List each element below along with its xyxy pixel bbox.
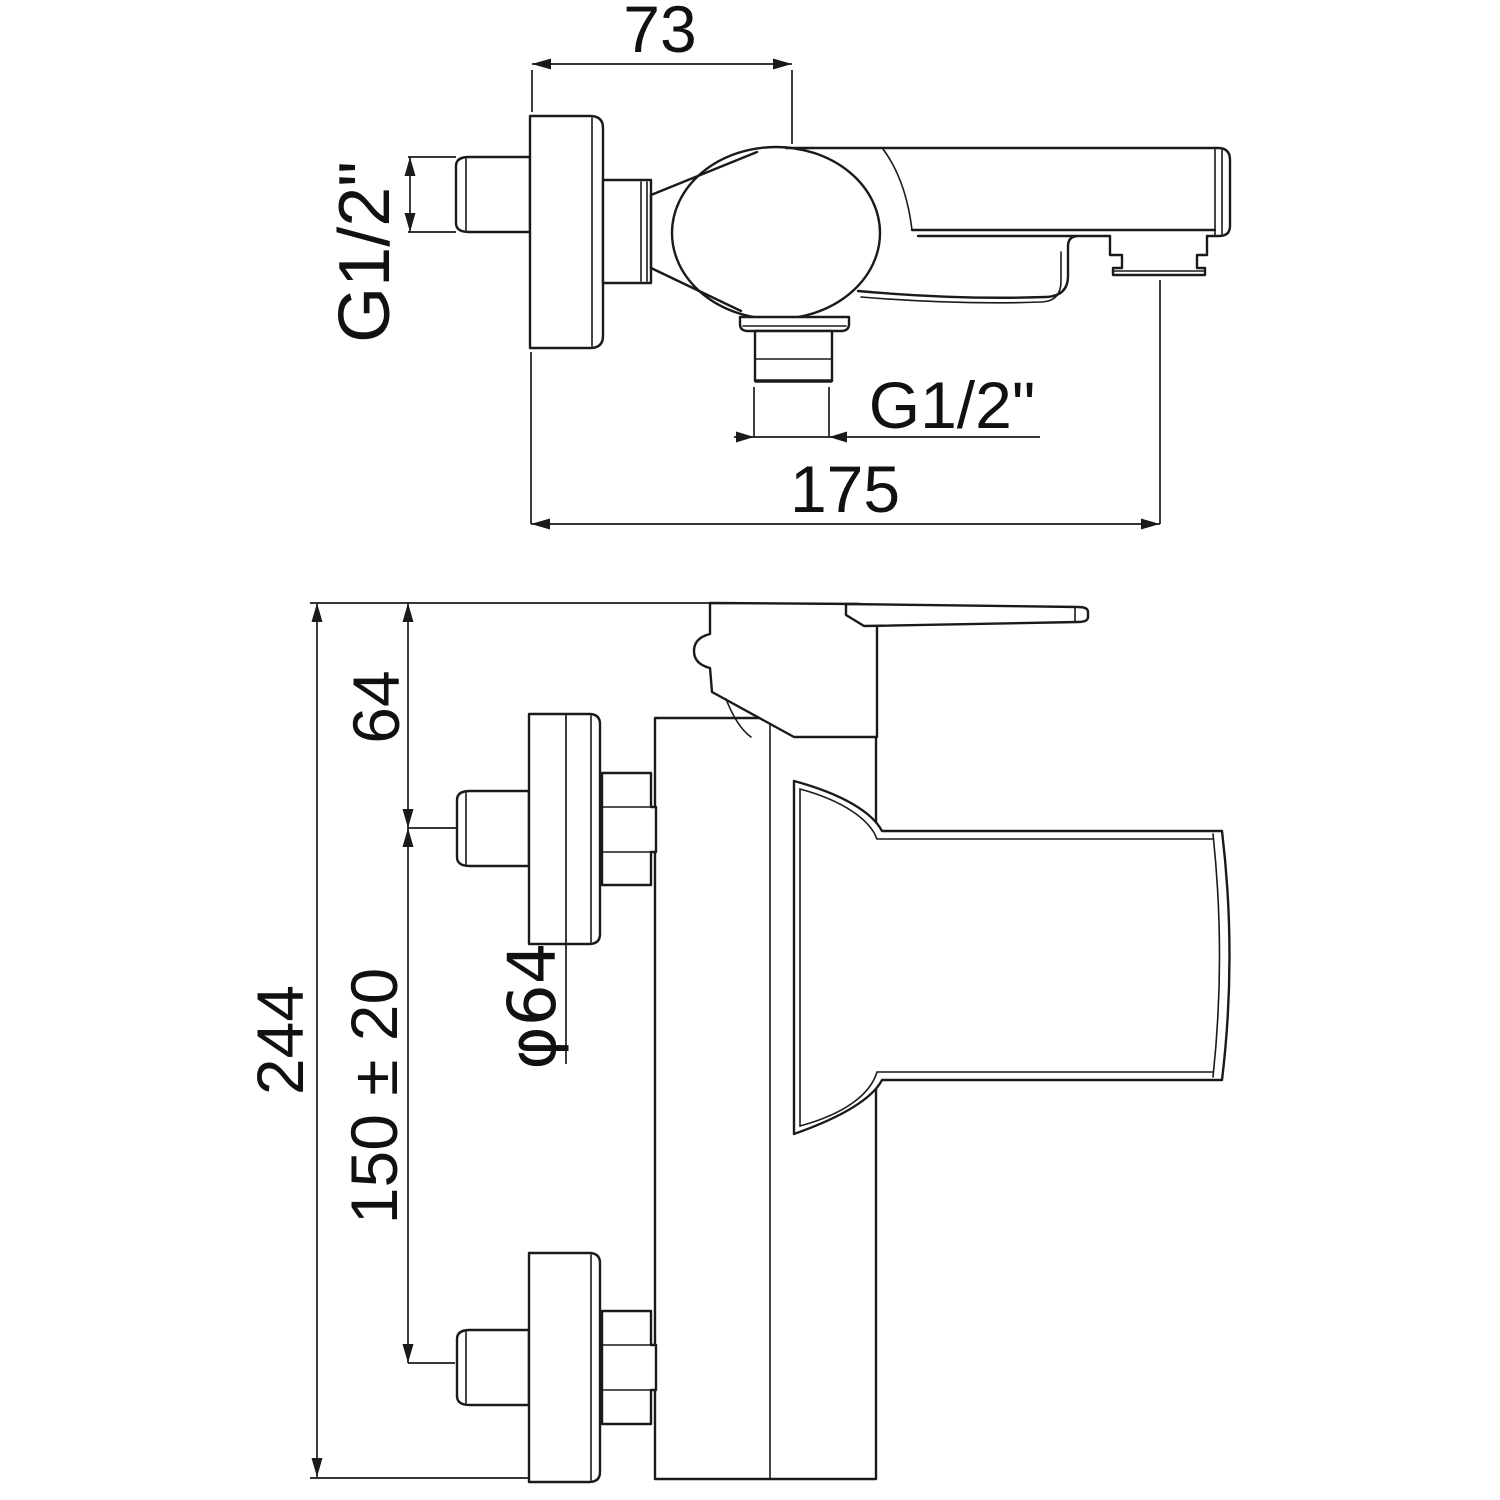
lower-inlet-pipe (455, 1328, 531, 1407)
dim-175-label: 175 (790, 452, 900, 526)
dim-244-label: 244 (243, 985, 317, 1095)
dim-inlet-thread: G1/2" (325, 156, 456, 343)
dim-outlet-thread: G1/2" (734, 368, 1040, 443)
dim-73: 73 (531, 0, 793, 144)
wall-flange (528, 114, 605, 350)
dim-175: 175 (530, 280, 1161, 530)
dim-64-label: 64 (339, 670, 413, 743)
outlet-thread-label: G1/2" (869, 368, 1036, 442)
dim-phi64: φ64 (494, 714, 571, 1070)
shower-outlet (738, 315, 851, 383)
upper-inlet-pipe (455, 789, 531, 868)
spout-body (784, 146, 1232, 304)
lever-handle (844, 602, 1090, 628)
spout-front (792, 779, 1231, 1136)
dome-highlight-edge (882, 148, 913, 231)
upper-flange (527, 712, 602, 946)
plan-view: 73 G1/2" (325, 0, 1232, 530)
upper-hex-nut (600, 771, 658, 887)
spout-outlet (1108, 234, 1209, 277)
dim-phi64-label: φ64 (494, 942, 571, 1070)
arrowhead-left (532, 58, 551, 70)
lower-flange (527, 1251, 602, 1484)
dome-contour (725, 698, 752, 738)
wall-inlet-nipple (454, 155, 532, 234)
dim-150-label: 150 ± 20 (337, 968, 411, 1224)
lower-inlet (455, 1251, 658, 1484)
lower-hex-nut (600, 1309, 658, 1426)
cartridge-housing (692, 601, 879, 739)
arrowhead-right (773, 58, 792, 70)
dim-73-label: 73 (623, 0, 696, 66)
dim-244: 244 (243, 603, 323, 1477)
upper-inlet (455, 712, 658, 946)
dim-64-and-150: 64 150 ± 20 (337, 603, 456, 1364)
threaded-connector (601, 178, 653, 285)
front-elevation: 244 64 150 ± 20 φ64 (243, 601, 1231, 1484)
inlet-thread-label: G1/2" (325, 161, 405, 343)
